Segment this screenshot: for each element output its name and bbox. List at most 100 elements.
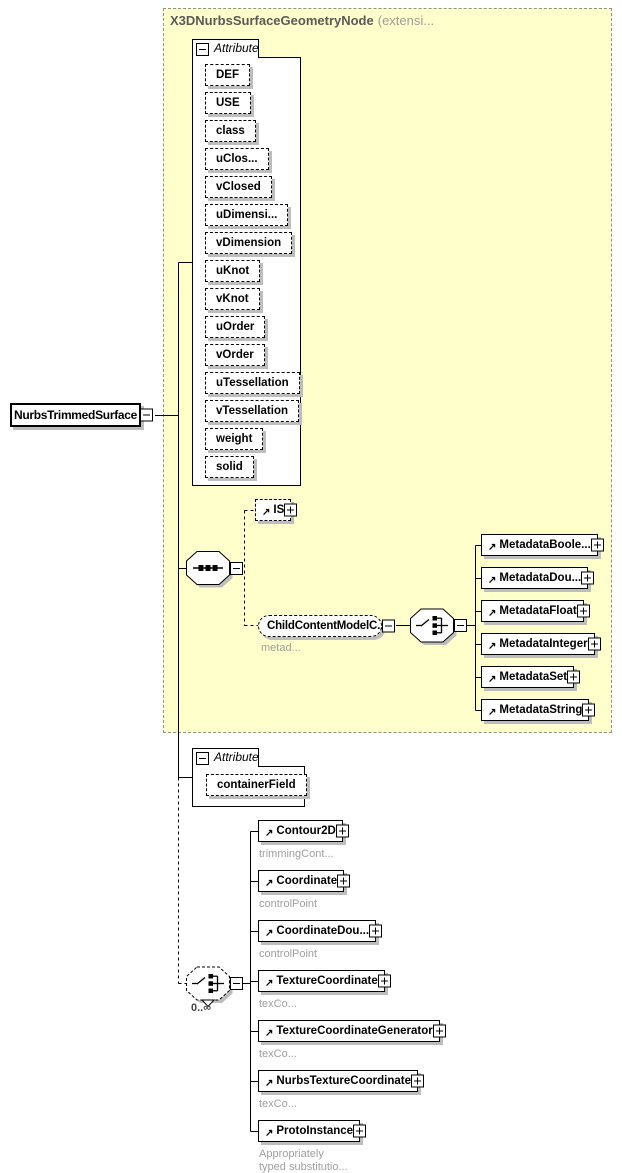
collapse-icon[interactable] — [196, 43, 209, 56]
expand-icon[interactable] — [590, 538, 604, 552]
reference-arrow-icon: ↗ — [265, 1028, 274, 1039]
attribute-def[interactable]: DEF — [205, 64, 250, 86]
element-metadatafloat[interactable]: ↗ MetadataFloat — [481, 600, 590, 622]
element-name: MetadataDou... — [499, 572, 582, 584]
attribute-label: solid — [216, 461, 243, 473]
element-name: MetadataInteger — [499, 638, 588, 650]
element-contour2d[interactable]: ↗ Contour2D — [258, 820, 349, 842]
element-name: Coordinate — [276, 875, 338, 887]
element-coordinate[interactable]: ↗ Coordinate — [258, 870, 351, 892]
attribute-label: DEF — [216, 69, 239, 81]
attribute-section-label: Attribute — [214, 750, 259, 764]
attribute-uknot[interactable]: uKnot — [205, 260, 261, 282]
element-name: ProtoInstance — [276, 1125, 354, 1137]
expand-icon[interactable] — [377, 974, 391, 988]
element-name: MetadataFloat — [499, 605, 577, 617]
element-metadatainteger[interactable]: ↗ MetadataInteger — [481, 633, 601, 655]
element-metadataset[interactable]: ↗ MetadataSet — [481, 666, 581, 688]
collapse-icon[interactable] — [140, 408, 153, 422]
element-nurbstrimmedsurface[interactable]: NurbsTrimmedSurface — [10, 403, 153, 427]
expand-icon[interactable] — [284, 503, 298, 517]
element-metadatastring[interactable]: ↗ MetadataString — [481, 699, 596, 721]
reference-arrow-icon: ↗ — [265, 1078, 274, 1089]
element-name: MetadataBoole... — [499, 539, 591, 551]
reference-arrow-icon: ↗ — [265, 978, 274, 989]
attribute-udimension[interactable]: uDimensi... — [205, 204, 289, 226]
element-name: CoordinateDou... — [276, 925, 370, 937]
element-annotation: texCo... — [259, 1048, 297, 1060]
collapse-icon[interactable] — [230, 977, 243, 990]
reference-arrow-icon: ↗ — [488, 641, 497, 652]
attribute-vdimension[interactable]: vDimension — [205, 232, 293, 254]
collapse-icon[interactable] — [454, 619, 467, 632]
occurrence-label: 0..∞ — [191, 1002, 212, 1014]
element-name: TextureCoordinate — [276, 975, 378, 987]
attribute-label: containerField — [217, 779, 296, 791]
attribute-uclosed[interactable]: uClos... — [205, 148, 269, 170]
reference-arrow-icon: ↗ — [488, 674, 497, 685]
base-type-title: X3DNurbsSurfaceGeometryNode(extensi... — [170, 13, 434, 28]
expand-icon[interactable] — [353, 1124, 367, 1138]
attribute-solid[interactable]: solid — [205, 456, 254, 478]
group-childcontentmodel[interactable]: ChildContentModelC... — [258, 615, 395, 637]
element-is[interactable]: ↗ IS — [255, 499, 298, 521]
attribute-utessellation[interactable]: uTessellation — [205, 372, 300, 394]
attribute-label: class — [216, 125, 245, 137]
element-nurbstexturecoordinate[interactable]: ↗ NurbsTextureCoordinate — [258, 1070, 424, 1092]
expand-icon[interactable] — [432, 1024, 446, 1038]
element-name: Contour2D — [276, 825, 336, 837]
attribute-vknot[interactable]: vKnot — [205, 288, 260, 310]
collapse-icon[interactable] — [230, 562, 243, 575]
element-annotation: texCo... — [259, 1098, 297, 1110]
expand-icon[interactable] — [335, 824, 349, 838]
element-texturecoordinategenerator[interactable]: ↗ TextureCoordinateGenerator — [258, 1020, 446, 1042]
attribute-containerfield[interactable]: containerField — [206, 774, 307, 796]
expand-icon[interactable] — [581, 571, 595, 585]
attribute-label: vDimension — [216, 237, 282, 249]
reference-arrow-icon: ↗ — [265, 828, 274, 839]
element-annotation: trimmingCont... — [259, 848, 334, 860]
attribute-label: vOrder — [216, 349, 254, 361]
element-name: MetadataSet — [499, 671, 568, 683]
element-annotation: Appropriately typed substitutio... — [259, 1148, 348, 1173]
collapse-icon[interactable] — [382, 619, 395, 633]
element-metadataboolean[interactable]: ↗ MetadataBoole... — [481, 534, 604, 556]
element-metadatadouble[interactable]: ↗ MetadataDou... — [481, 567, 595, 589]
attribute-uorder[interactable]: uOrder — [205, 316, 266, 338]
element-name: MetadataString — [499, 704, 583, 716]
attribute-section-label: Attribute — [214, 41, 259, 55]
reference-arrow-icon: ↗ — [265, 1128, 274, 1139]
element-annotation: texCo... — [259, 998, 297, 1010]
collapse-icon[interactable] — [196, 752, 209, 765]
expand-icon[interactable] — [576, 604, 590, 618]
reference-arrow-icon: ↗ — [488, 542, 497, 553]
attribute-label: uClos... — [216, 153, 258, 165]
reference-arrow-icon: ↗ — [488, 608, 497, 619]
element-coordinatedouble[interactable]: ↗ CoordinateDou... — [258, 920, 383, 942]
attribute-label: vTessellation — [216, 405, 289, 417]
attribute-weight[interactable]: weight — [205, 428, 264, 450]
attribute-label: uDimensi... — [216, 209, 278, 221]
attribute-vtessellation[interactable]: vTessellation — [205, 400, 300, 422]
expand-icon[interactable] — [582, 703, 596, 717]
attribute-label: uTessellation — [216, 377, 289, 389]
expand-icon[interactable] — [369, 924, 383, 938]
attribute-vclosed[interactable]: vClosed — [205, 176, 272, 198]
element-texturecoordinate[interactable]: ↗ TextureCoordinate — [258, 970, 391, 992]
expand-icon[interactable] — [587, 637, 601, 651]
attribute-use[interactable]: USE — [205, 92, 251, 114]
reference-arrow-icon: ↗ — [265, 928, 274, 939]
group-annotation: metad... — [261, 642, 301, 654]
reference-arrow-icon: ↗ — [488, 707, 497, 718]
attribute-vorder[interactable]: vOrder — [205, 344, 265, 366]
base-type-derivation: (extensi... — [377, 13, 435, 28]
element-name: TextureCoordinateGenerator — [276, 1025, 433, 1037]
element-protoinstance[interactable]: ↗ ProtoInstance — [258, 1120, 367, 1142]
expand-icon[interactable] — [337, 874, 351, 888]
element-annotation: controlPoint — [259, 898, 318, 910]
group-name: ChildContentModelC... — [267, 620, 387, 632]
expand-icon[interactable] — [567, 670, 581, 684]
attribute-class[interactable]: class — [205, 120, 256, 142]
expand-icon[interactable] — [411, 1074, 424, 1088]
